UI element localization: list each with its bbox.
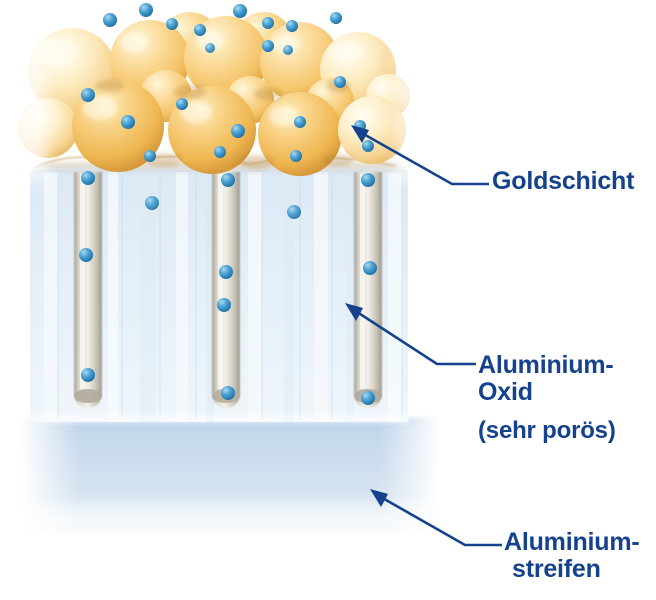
- pore-channel: [212, 172, 240, 408]
- label-porosity-note: (sehr porös): [478, 417, 616, 444]
- callout-arrow-goldschicht: [351, 125, 489, 186]
- label-aluminium-oxid: Aluminium-Oxid: [478, 352, 614, 405]
- callout-arrow-aluminium-streifen: [370, 489, 502, 547]
- callout-arrows: [345, 125, 502, 547]
- gold-layer: [0, 0, 456, 180]
- label-goldschicht: Goldschicht: [492, 167, 635, 195]
- pore-channel: [74, 172, 102, 408]
- pore-channel: [354, 172, 382, 408]
- surface-particles-group: [81, 40, 374, 162]
- oxide-column-stripes: [44, 172, 402, 422]
- gold-sphere-highlights: [38, 30, 364, 126]
- label-aluminium-streifen-line1: Aluminium-: [504, 528, 640, 556]
- aluminium-strip-layer: [20, 418, 440, 535]
- pore-particles-group: [79, 171, 377, 405]
- label-aluminium-streifen-line2: streifen: [512, 554, 601, 583]
- label-aluminium-streifen: Aluminium-streifen: [504, 529, 640, 582]
- label-aluminium-oxid-line1: Aluminium-: [478, 351, 614, 379]
- label-aluminium-oxid-line2: Oxid: [478, 377, 533, 406]
- floating-particles-group: [103, 3, 342, 55]
- callout-arrow-aluminium-oxid: [345, 303, 476, 366]
- gold-sphere-shadows: [96, 80, 354, 169]
